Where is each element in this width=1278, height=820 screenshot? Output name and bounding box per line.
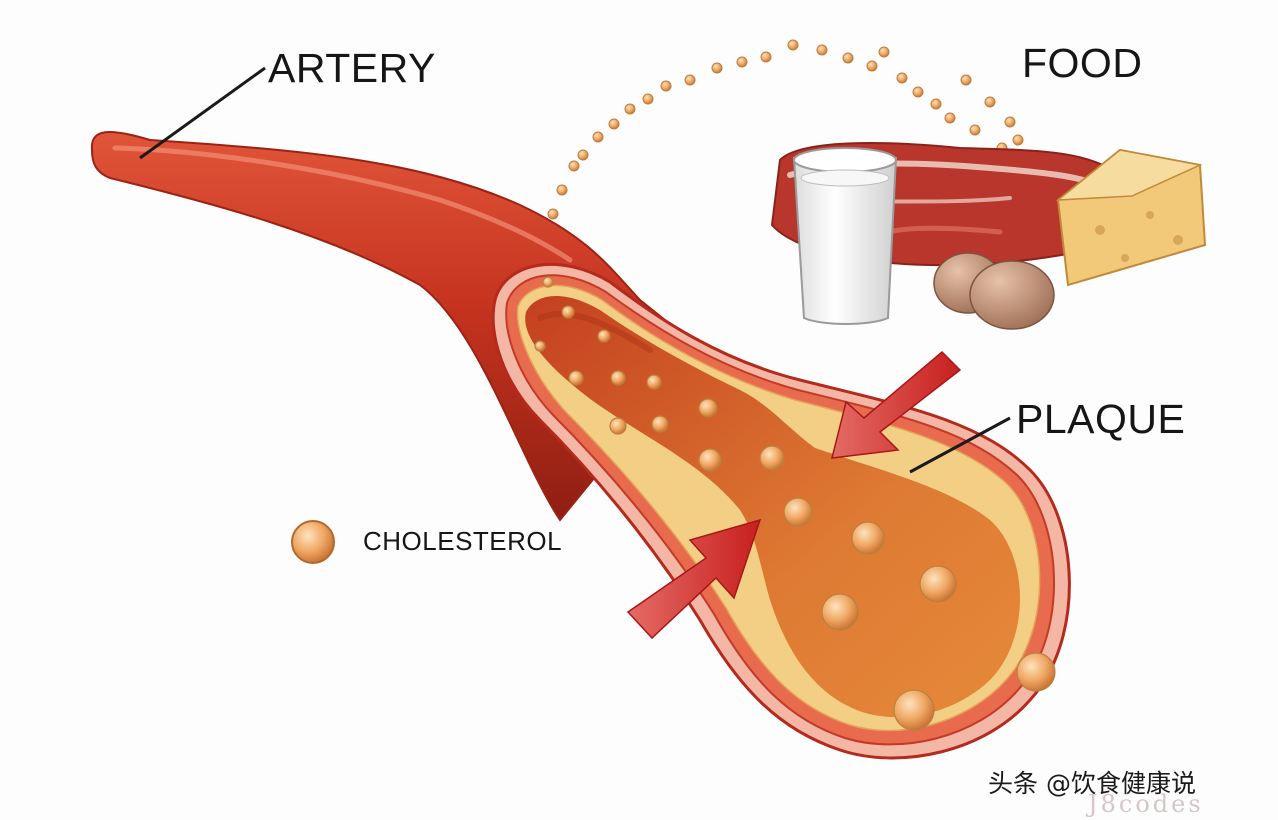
vessel-cross-section xyxy=(491,262,1071,760)
cheese-icon xyxy=(1055,148,1207,287)
artery-label: ARTERY xyxy=(268,45,436,91)
author-watermark: 头条 @饮食健康说 xyxy=(988,769,1196,798)
artery-leader-line xyxy=(139,66,266,160)
milk-glass-icon xyxy=(792,147,898,325)
site-watermark: J8codes xyxy=(1088,790,1204,818)
cholesterol-icon xyxy=(291,520,335,564)
cholesterol-label: CHOLESTEROL xyxy=(363,526,563,556)
egg-icon xyxy=(933,252,1055,330)
plaque-label: PLAQUE xyxy=(1016,396,1186,442)
compression-arrow-icon xyxy=(831,350,962,459)
cholesterol-particles xyxy=(534,276,1056,731)
compression-arrow-icon xyxy=(626,518,762,640)
food-label: FOOD xyxy=(1022,40,1143,86)
plaque-leader-line xyxy=(909,416,1011,474)
food-icon xyxy=(770,142,1207,330)
